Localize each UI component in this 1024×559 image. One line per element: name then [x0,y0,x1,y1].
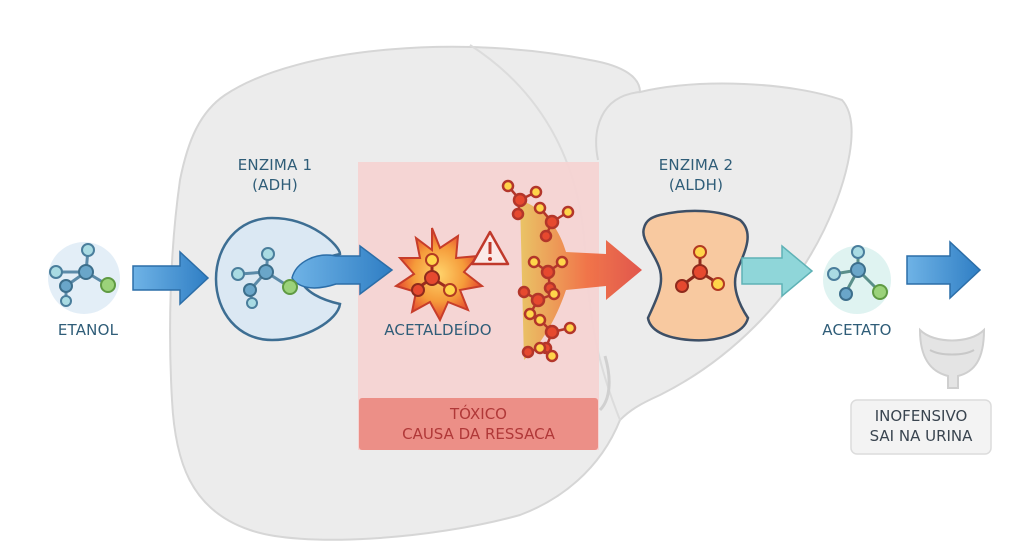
arrow-3 [741,244,814,298]
toxic-banner [359,398,598,450]
enzyme-adh-icon [214,216,394,342]
label-enzima1-line1: ENZIMA 1 [237,156,313,174]
harmless-box-text: INOFENSIVO SAI NA URINA [851,406,991,446]
bladder-icon [918,327,986,389]
label-enzima2-line2: (ALDH) [668,176,724,194]
toxic-line1: TÓXICO [450,405,507,423]
toxic-banner-text: TÓXICO CAUSA DA RESSACA [359,404,598,444]
harmless-line2: SAI NA URINA [869,427,973,445]
label-acetato: ACETATO [822,321,892,339]
arrow-1 [132,250,210,306]
harmless-line1: INOFENSIVO [874,407,968,425]
enzyme-aldh-icon [642,209,750,342]
label-acetaldeido: ACETALDEÍDO [384,321,492,339]
label-enzima2: ENZIMA 2 (ALDH) [636,155,756,195]
acetate-molecule-icon [823,245,891,314]
ethanol-molecule-icon [48,242,120,314]
acetaldehyde-burst-icon [393,227,485,323]
label-enzima2-line1: ENZIMA 2 [658,156,734,174]
label-enzima1: ENZIMA 1 (ADH) [220,155,330,195]
toxic-line2: CAUSA DA RESSACA [402,425,555,443]
acetaldehyde-molecules [501,179,577,363]
arrow-4 [906,240,982,300]
harmless-box [850,399,992,455]
label-enzima1-line2: (ADH) [252,176,298,194]
warning-icon [470,230,510,266]
label-etanol: ETANOL [57,321,119,339]
